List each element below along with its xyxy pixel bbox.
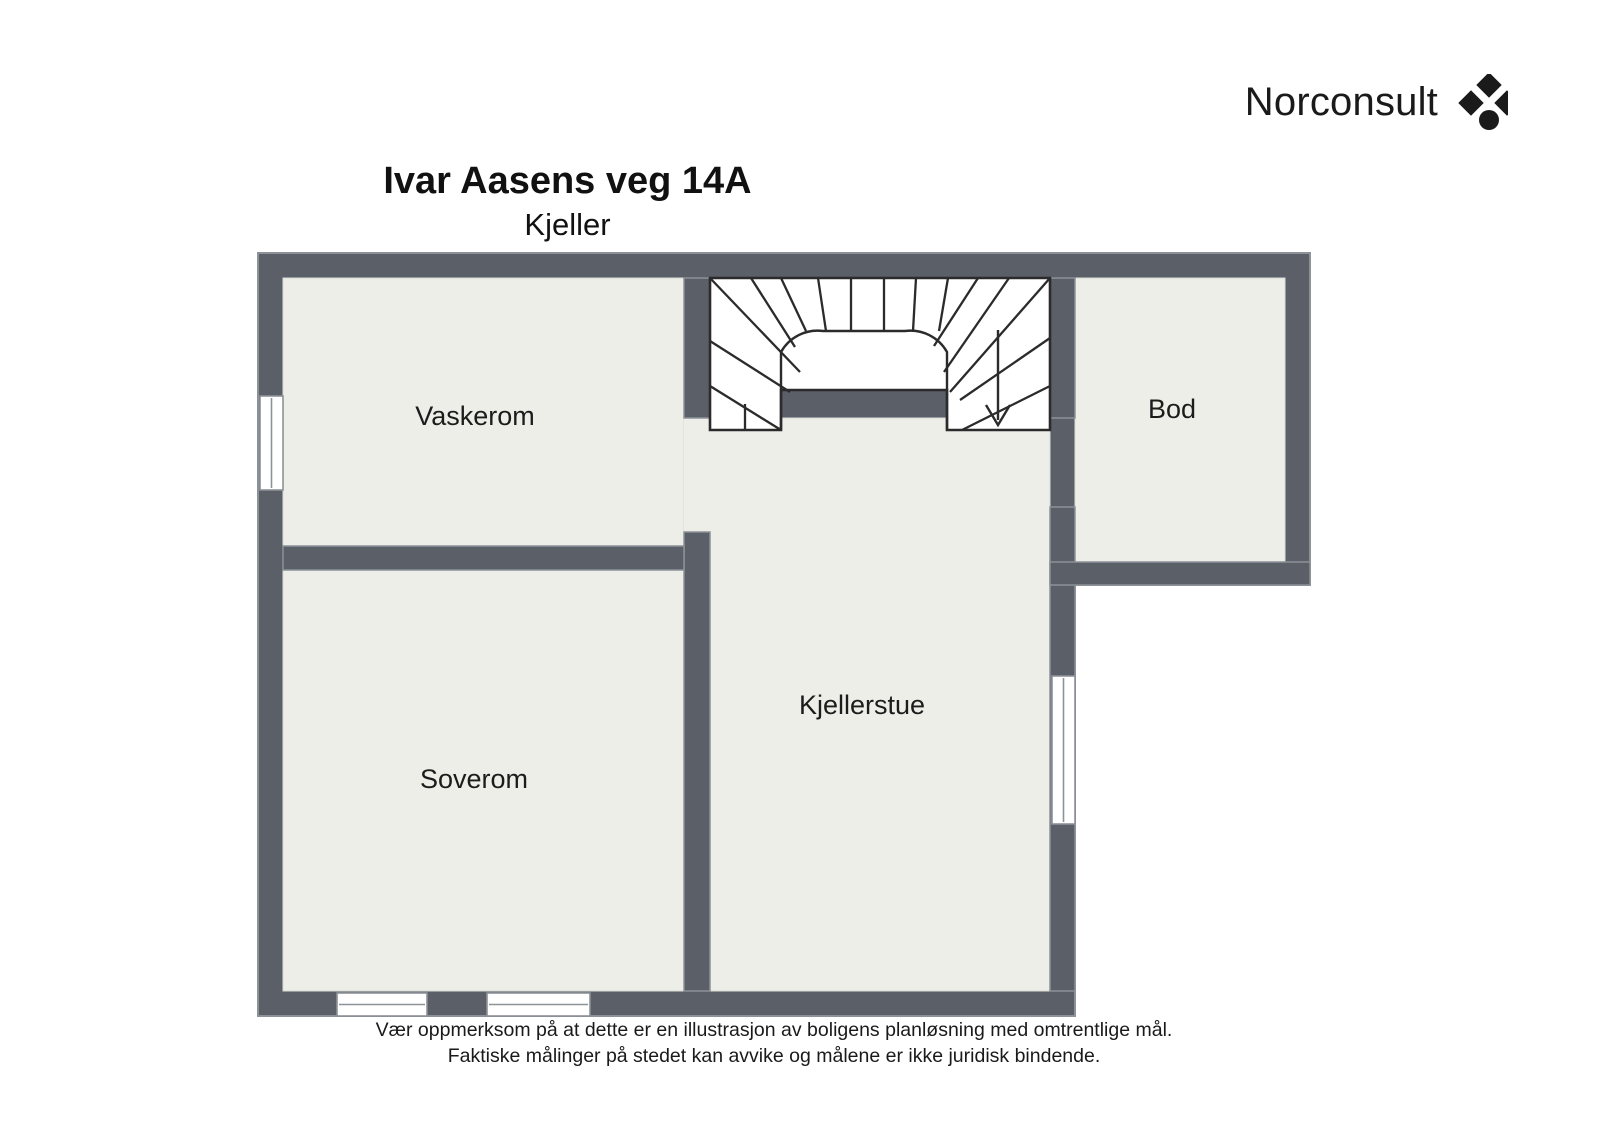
brand-name: Norconsult xyxy=(1244,80,1438,124)
title-block: Ivar Aasens veg 14A Kjeller xyxy=(0,160,1135,243)
room-area-kjellerstue-upper xyxy=(684,418,724,532)
window-west xyxy=(259,395,284,491)
interior-wall-bod-south xyxy=(1049,561,1311,586)
interior-wall-stair-left-stub xyxy=(683,277,711,419)
disclaimer: Vær oppmerksom på at dette er en illustr… xyxy=(0,1018,1548,1069)
windows xyxy=(259,395,1076,1017)
staircase-direction-arrow xyxy=(984,330,1012,428)
page-title: Ivar Aasens veg 14A xyxy=(383,160,752,202)
room-label-bod: Bod xyxy=(1148,394,1196,424)
staircase xyxy=(708,276,1052,432)
staircase-treads xyxy=(709,277,1051,432)
norconsult-diamonds-icon xyxy=(1458,74,1508,130)
window-south-left xyxy=(336,992,428,1017)
interior-wall-vertical-centre xyxy=(683,531,711,992)
room-area-soverom xyxy=(282,569,685,992)
room-label-kjellerstue: Kjellerstue xyxy=(799,690,925,720)
norconsult-logo: Norconsult xyxy=(1245,74,1508,130)
interior-wall-stair-right-stub xyxy=(1049,277,1076,419)
floor-subtitle: Kjeller xyxy=(524,206,611,242)
room-label-soverom: Soverom xyxy=(420,764,528,794)
room-floors xyxy=(282,277,1286,992)
window-east xyxy=(1051,675,1076,825)
room-area-bod xyxy=(1074,277,1286,563)
window-south-right xyxy=(486,992,591,1017)
interior-wall-horizontal-left xyxy=(282,545,685,571)
room-label-vaskerom: Vaskerom xyxy=(415,401,535,431)
room-labels: Vaskerom Bod Kjellerstue Soverom xyxy=(415,394,1196,794)
room-area-vaskerom xyxy=(282,277,685,571)
disclaimer-line-1: Vær oppmerksom på at dette er en illustr… xyxy=(375,1019,1173,1041)
disclaimer-line-2: Faktiske målinger på stedet kan avvike o… xyxy=(447,1044,1101,1067)
staircase-inner-edge xyxy=(779,329,949,390)
